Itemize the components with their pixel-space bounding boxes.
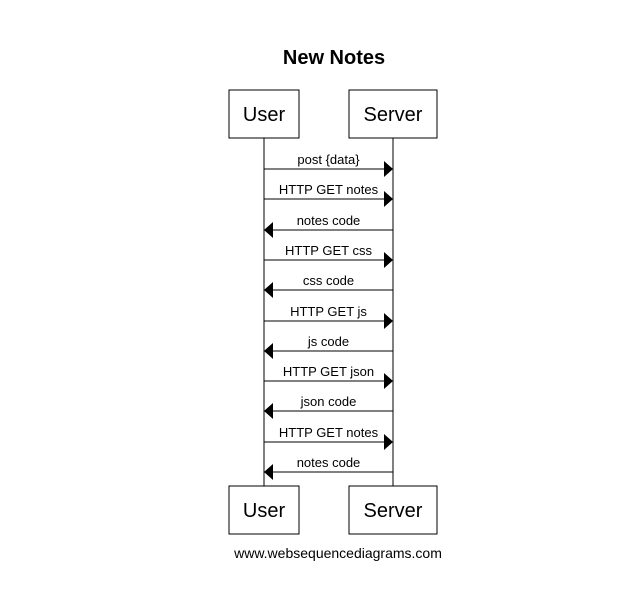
message-arrow: notes code [264,213,393,238]
arrowhead [384,161,393,177]
arrowhead [384,373,393,389]
participant-label: Server [364,104,423,126]
participant-user-top: User [228,89,300,139]
participant-box [228,485,300,535]
participant-label: Server [364,500,423,522]
message-arrow: notes code [264,455,393,480]
message-label: js code [307,334,349,349]
footer-watermark: www.websequencediagrams.com [233,545,442,561]
arrowhead [264,222,273,238]
message-label: css code [303,273,354,288]
message-arrow: json code [264,394,393,419]
message-label: HTTP GET css [285,243,372,258]
message-label: HTTP GET js [290,304,367,319]
participant-label: User [243,500,286,522]
message-label: HTTP GET notes [279,425,379,440]
diagram-title: New Notes [283,47,385,69]
participant-box [228,89,300,139]
message-label: notes code [297,213,361,228]
arrowhead [384,252,393,268]
arrowhead [384,434,393,450]
message-arrow: js code [264,334,393,359]
arrowhead [264,282,273,298]
message-label: HTTP GET json [283,364,374,379]
message-arrow: css code [264,273,393,298]
participant-server-bottom: Server [348,485,438,535]
message-arrow: HTTP GET json [264,364,393,389]
participant-server-top: Server [348,89,438,139]
participant-label: User [243,104,286,126]
arrowhead [264,403,273,419]
message-arrow: post {data} [264,152,393,177]
arrowhead [264,464,273,480]
participant-box [348,89,438,139]
message-arrow: HTTP GET css [264,243,393,268]
message-arrow: HTTP GET js [264,304,393,329]
arrowhead [384,191,393,207]
message-arrow: HTTP GET notes [264,425,393,450]
arrowhead [264,343,273,359]
message-label: json code [300,394,357,409]
message-arrow: HTTP GET notes [264,182,393,207]
participant-user-bottom: User [228,485,300,535]
message-label: HTTP GET notes [279,182,379,197]
participant-box [348,485,438,535]
message-label: post {data} [297,152,360,167]
arrowhead [384,313,393,329]
message-label: notes code [297,455,361,470]
